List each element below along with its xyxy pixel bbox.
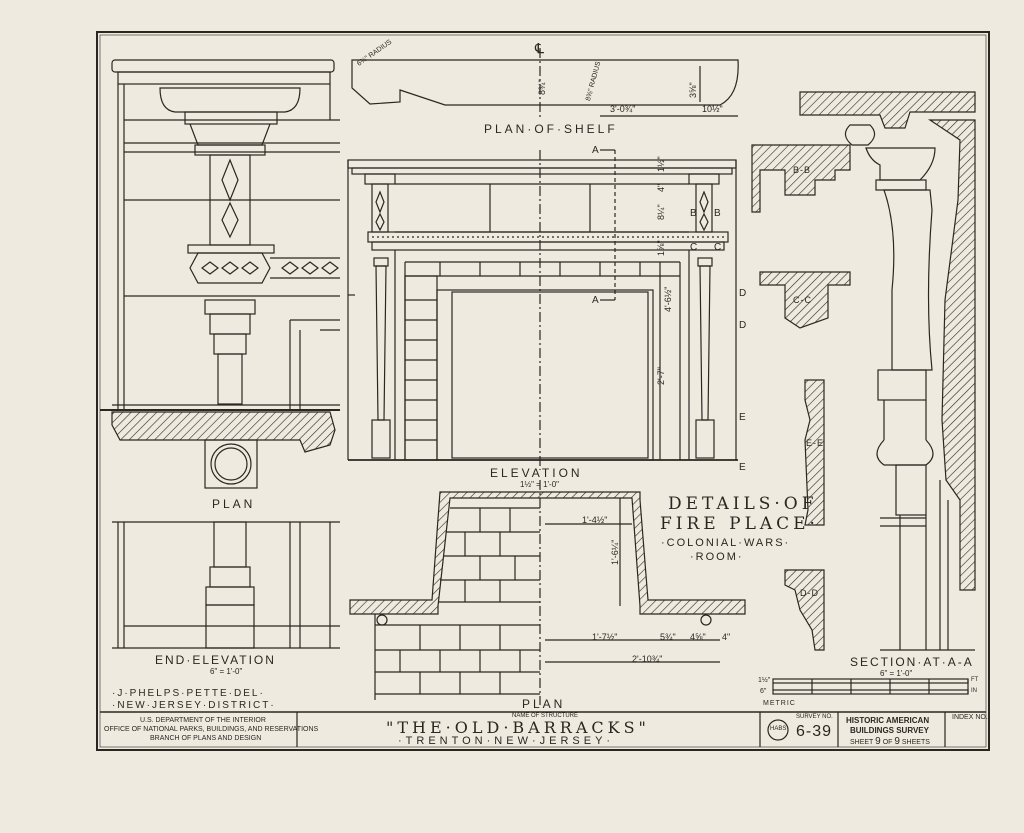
dim-plan-6: 4" <box>722 632 731 642</box>
end-elevation-title: END·ELEVATION <box>155 653 276 667</box>
credit-drafter: ·J·PHELPS·PETTE·DEL· <box>112 688 265 699</box>
column-detail-elevation <box>100 59 340 453</box>
plan-of-shelf-title: PLAN·OF·SHELF <box>484 122 618 136</box>
habs-line2: BUILDINGS SURVEY <box>850 726 929 735</box>
title-block-frame <box>100 711 986 747</box>
structure-location: ·TRENTON·NEW·JERSEY· <box>398 735 615 747</box>
name-of-structure-label: NAME OF STRUCTURE <box>512 713 578 719</box>
moulding-profiles <box>751 144 851 651</box>
dim-shelf-depth-right: 3⅝" <box>688 82 698 98</box>
dim-plan-2: 1'-6¼" <box>610 539 620 565</box>
dim-elev-3: 8¼" <box>656 204 666 220</box>
section-mark-b-left: B <box>690 208 698 219</box>
section-mark-a-bottom: A <box>592 295 600 306</box>
scale-frac-1: 1½" <box>758 677 771 684</box>
habs-seal: HABS <box>770 726 787 732</box>
outer-border <box>96 31 990 751</box>
dim-shelf-end: 10½" <box>702 104 723 114</box>
survey-no-label: SURVEY NO. <box>796 714 833 720</box>
section-scale: 6" = 1'-0" <box>880 669 913 678</box>
section-a-a-drawing <box>799 91 976 651</box>
section-mark-d-top: D <box>739 288 748 299</box>
structure-name: "THE·OLD·BARRACKS" <box>386 718 650 737</box>
dim-elev-1: 1½" <box>656 156 666 172</box>
graphic-scale <box>772 678 969 695</box>
section-label-dd: D-D <box>800 588 819 598</box>
sheets-label: SHEETS <box>901 739 930 746</box>
section-mark-e-top: E <box>739 412 747 423</box>
hearth-plan-drawing <box>349 480 746 705</box>
section-mark-b-right: B <box>714 208 722 219</box>
dim-plan-4: 5¾" <box>660 632 676 642</box>
dim-elev-4: 1⅝" <box>656 240 666 256</box>
sheet-number: 9 <box>875 736 881 747</box>
survey-no: 6-39 <box>796 723 833 740</box>
details-title-line3: ·COLONIAL·WARS· <box>661 537 791 549</box>
left-plan-title: PLAN <box>212 497 256 511</box>
agency-line1: U.S. DEPARTMENT OF THE INTERIOR <box>140 717 266 724</box>
agency-line2: OFFICE OF NATIONAL PARKS, BUILDINGS, AND… <box>104 726 319 733</box>
dim-plan-1: 1'-4½" <box>582 515 608 525</box>
dim-elev-5: 4'-6½" <box>663 286 673 312</box>
section-mark-d-bottom: D <box>739 320 748 331</box>
centerline-mark: ℄ <box>535 40 545 56</box>
scale-ft: FT <box>971 677 979 683</box>
section-mark-c-left: C <box>690 242 699 253</box>
scale-in: IN <box>971 688 977 694</box>
section-label-ee: E-E <box>806 438 825 448</box>
details-title-line2: FIRE PLACE· <box>660 514 819 534</box>
details-title-line4: ·ROOM· <box>690 551 744 563</box>
fireplace-elevation-drawing <box>347 149 738 470</box>
of-label: OF <box>882 739 893 746</box>
dim-elev-6: 2'-7" <box>656 367 666 385</box>
dim-plan-3: 1'-7½" <box>592 632 618 642</box>
dim-elev-2: 4" <box>656 183 666 192</box>
sheet-total: 9 <box>894 736 900 747</box>
section-label-cc: C-C <box>793 295 812 305</box>
end-elevation-drawing <box>112 521 340 649</box>
agency-line3: BRANCH OF PLANS AND DESIGN <box>150 735 262 742</box>
habs-line1: HISTORIC AMERICAN <box>846 716 930 725</box>
sheet-label: SHEET <box>850 739 874 746</box>
elevation-scale: 1½" = 1'-0" <box>520 480 560 489</box>
elevation-title: ELEVATION <box>490 466 583 480</box>
inner-border <box>99 34 987 748</box>
section-mark-c-right: C <box>714 242 723 253</box>
section-mark-a-top: A <box>592 145 600 156</box>
plan-of-shelf-drawing <box>351 48 739 120</box>
column-plan <box>204 439 258 489</box>
index-no-label: INDEX NO. <box>952 714 988 721</box>
credit-district: ·NEW·JERSEY·DISTRICT· <box>112 700 276 711</box>
dim-shelf-half-width: 3'-0¾" <box>610 104 636 114</box>
end-elevation-scale: 6" = 1'-0" <box>210 667 243 676</box>
scale-metric: METRIC <box>763 700 796 707</box>
details-title-line1: DETAILS·OF <box>668 494 818 514</box>
sheet-number-line: SHEET 9 OF 9 SHEETS <box>850 736 930 747</box>
section-mark-e-bottom: E <box>739 462 747 473</box>
bottom-plan-title: PLAN <box>522 697 566 711</box>
dim-shelf-depth-left: 8¾" <box>537 79 547 95</box>
dim-plan-5: 4⅝" <box>690 632 706 642</box>
section-title: SECTION·AT·A-A <box>850 655 974 669</box>
scale-frac-2: 6" <box>760 688 767 695</box>
section-label-bb: B-B <box>793 165 812 175</box>
dim-plan-7: 2'-10¾" <box>632 654 663 664</box>
